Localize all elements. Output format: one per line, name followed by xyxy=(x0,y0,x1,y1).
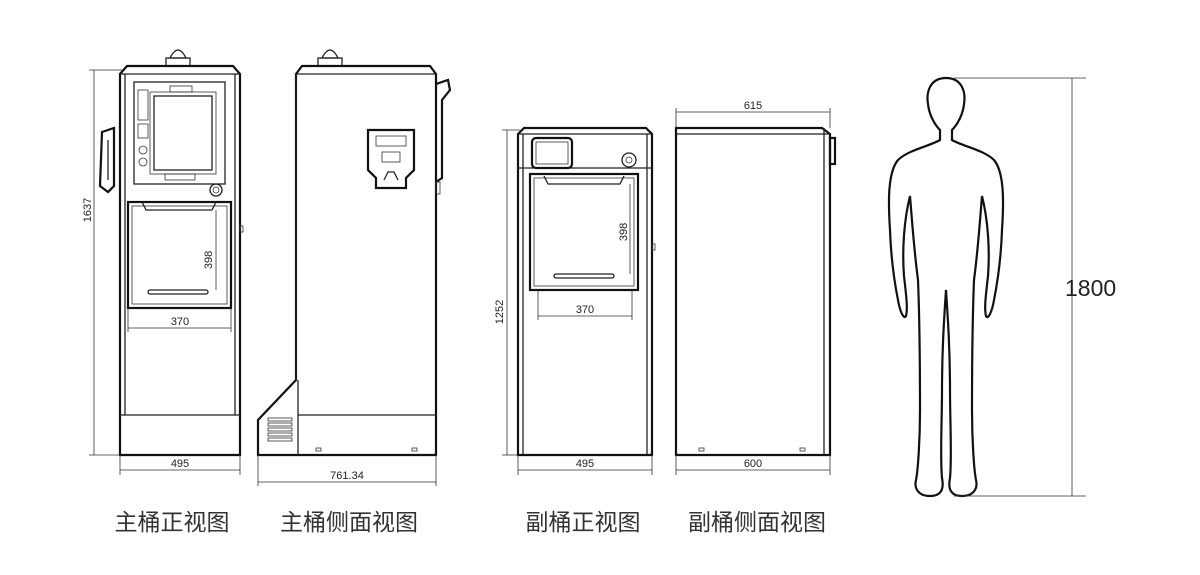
round-button-icon xyxy=(209,183,223,197)
main-front-caption: 主桶正视图 xyxy=(115,510,230,536)
sub-front-height-dim: 1252 xyxy=(494,300,506,324)
main-front-height-dim: 1637 xyxy=(82,198,94,222)
sub-waste-opening xyxy=(528,172,640,292)
back-handle xyxy=(435,78,452,183)
vent-grille xyxy=(267,417,293,442)
sub-front-opening-width-dim: 370 xyxy=(576,304,594,316)
human-silhouette-icon xyxy=(887,76,1005,498)
sub-bin-side-view: 615 600 副桶侧面视图 xyxy=(674,100,837,536)
beacon-light-icon xyxy=(317,49,343,67)
beacon-light-icon xyxy=(165,49,191,67)
control-panel xyxy=(133,81,226,185)
sub-bin-front-view: 1252 495 370 398 副桶正视图 xyxy=(494,126,656,536)
sub-front-width-dim: 495 xyxy=(576,458,594,470)
opening-handle xyxy=(147,289,209,295)
sub-side-latch xyxy=(828,136,837,166)
main-side-depth-dim: 761.34 xyxy=(330,470,364,482)
main-bin-front-view: 1637 495 370 398 主桶正视图 xyxy=(82,49,244,536)
sub-display-screen xyxy=(530,136,574,170)
human-height-dim: 1800 xyxy=(1065,275,1116,301)
sub-side-depth-dim: 600 xyxy=(744,458,762,470)
main-side-cabinet xyxy=(256,64,438,457)
main-bin-side-view: 761.34 主桶侧面视图 xyxy=(256,49,452,536)
sub-side-caption: 副桶侧面视图 xyxy=(688,510,826,536)
round-button-icon xyxy=(621,152,637,168)
side-panel-unit xyxy=(366,128,416,190)
waste-opening xyxy=(126,200,233,310)
human-scale-figure: 1800 xyxy=(887,76,1116,498)
main-front-width-dim: 495 xyxy=(171,458,189,470)
display-screen xyxy=(153,95,213,171)
sub-side-cabinet xyxy=(674,126,832,457)
main-front-opening-width-dim: 370 xyxy=(171,316,189,328)
sub-side-top-depth-dim: 615 xyxy=(744,100,762,112)
sub-opening-handle xyxy=(553,273,615,279)
sub-front-opening-height-dim: 398 xyxy=(618,223,630,241)
main-front-opening-height-dim: 398 xyxy=(203,251,215,269)
side-handle xyxy=(98,126,116,194)
main-side-caption: 主桶侧面视图 xyxy=(280,510,418,536)
sub-front-caption: 副桶正视图 xyxy=(526,510,641,536)
